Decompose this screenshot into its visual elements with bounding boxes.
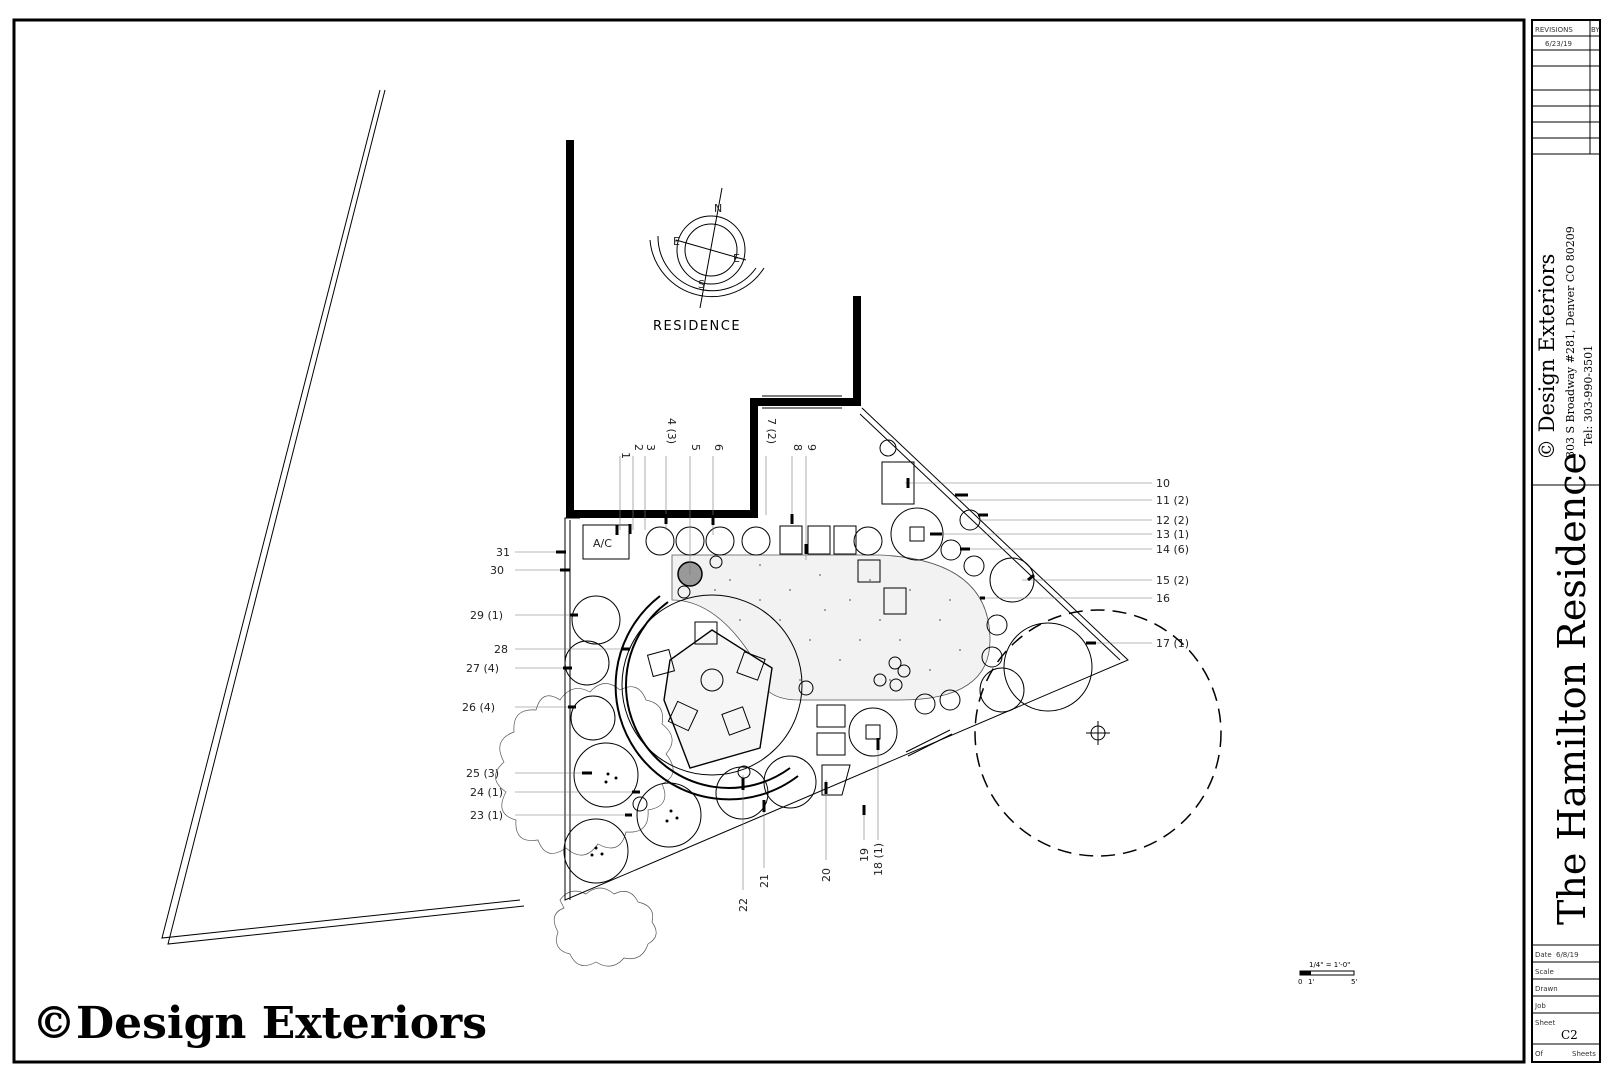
gravel-area <box>671 554 991 701</box>
callout-19: 19 <box>858 848 871 862</box>
callout-5: 5 <box>689 444 702 451</box>
circular-patio <box>614 594 803 801</box>
company-block: © Design Exteriors 303 S Broadway #281, … <box>1535 226 1595 460</box>
callout-7: 7 (2) <box>765 418 778 444</box>
revision-1-date: 6/23/19 <box>1545 40 1572 48</box>
scale-bar-0: 0 <box>1298 978 1302 986</box>
compass-n: N <box>714 202 722 215</box>
project-title: The Hamilton Residence <box>1550 452 1594 925</box>
drawing-border <box>12 18 1526 1064</box>
callout-9: 9 <box>805 444 818 451</box>
scale-bar-1: 1' <box>1308 978 1314 986</box>
sheet-label: Sheet <box>1535 1019 1555 1027</box>
sheets-label: Sheets <box>1572 1050 1596 1058</box>
callout-30: 30 <box>490 564 504 577</box>
callout-4: 4 (3) <box>665 418 678 444</box>
of-label: Of <box>1535 1050 1544 1058</box>
large-tree-canopy <box>974 609 1222 857</box>
callout-22: 22 <box>737 898 750 912</box>
right-shrubs <box>848 507 1093 757</box>
residence-label: RESIDENCE <box>653 319 741 334</box>
ac-label: A/C <box>593 537 612 550</box>
callout-18: 18 (1) <box>872 843 885 876</box>
callout-leaders-right <box>905 478 1152 645</box>
callout-2: 2 <box>632 444 645 451</box>
callouts-right: 10 11 (2) 12 (2) 13 (1) 14 (6) 15 (2) 16… <box>1156 477 1189 650</box>
callout-25: 25 (3) <box>466 767 499 780</box>
callout-11: 11 (2) <box>1156 494 1189 507</box>
callout-26: 26 (4) <box>462 701 495 714</box>
revisions-header: REVISIONS <box>1535 26 1573 34</box>
callout-28: 28 <box>494 643 508 656</box>
watermark-text: ©Design Exteriors <box>32 998 487 1049</box>
revisions-table: REVISIONS BY 6/23/19 <box>1532 20 1600 155</box>
callout-8: 8 <box>791 444 804 451</box>
callout-10: 10 <box>1156 477 1170 490</box>
date-value: 6/8/19 <box>1556 951 1579 959</box>
callout-31: 31 <box>496 546 510 559</box>
callout-29: 29 (1) <box>470 609 503 622</box>
callouts-bottom: 22 21 20 19 18 (1) <box>737 843 885 912</box>
callout-6: 6 <box>712 444 725 451</box>
scale-label: Scale <box>1535 968 1554 976</box>
property-line <box>161 89 525 945</box>
callout-21: 21 <box>758 874 771 888</box>
company-address: 303 S Broadway #281, Denver CO 80209 <box>1564 226 1577 458</box>
callout-23: 23 (1) <box>470 809 503 822</box>
callout-24: 24 (1) <box>470 786 503 799</box>
callout-14: 14 (6) <box>1156 543 1189 556</box>
sheet-value: C2 <box>1561 1028 1578 1042</box>
by-header: BY <box>1591 26 1600 34</box>
callout-16: 16 <box>1156 592 1170 605</box>
job-label: Job <box>1534 1002 1546 1010</box>
residence-walls <box>566 140 861 518</box>
callout-leaders-left <box>515 550 640 817</box>
callout-20: 20 <box>820 868 833 882</box>
scale-bar-title: 1/4" = 1'-0" <box>1309 961 1350 969</box>
compass-e: E <box>733 252 740 265</box>
callout-27: 27 (4) <box>466 662 499 675</box>
company-phone: Tel: 303-990-3501 <box>1582 345 1595 446</box>
callout-17: 17 (1) <box>1156 637 1189 650</box>
north-arrow-compass: N S E E <box>649 187 765 309</box>
callout-1: 1 <box>619 452 632 459</box>
compass-s: S <box>698 278 705 291</box>
compass-w: E <box>673 235 680 248</box>
patio-boundary <box>564 407 1129 901</box>
ac-unit: A/C <box>582 524 630 560</box>
title-block-frame <box>1531 19 1601 1063</box>
callout-15: 15 (2) <box>1156 574 1189 587</box>
callout-leaders-top <box>615 456 808 575</box>
scale-bar-5: 5' <box>1351 978 1357 986</box>
callouts-left: 31 30 29 (1) 28 27 (4) 26 (4) 25 (3) 24 … <box>462 546 510 822</box>
callout-leaders-bottom <box>741 738 880 890</box>
left-shrubs <box>563 595 817 884</box>
callouts-top: 1 2 3 4 (3) 5 6 7 (2) 8 9 <box>619 418 818 459</box>
sheet-info: Date 6/8/19 Scale Drawn Job Sheet C2 Of … <box>1532 951 1600 1058</box>
drawn-label: Drawn <box>1535 985 1558 993</box>
company-name: © Design Exteriors <box>1535 254 1559 460</box>
scale-bar: 1/4" = 1'-0" 0 1' 5' <box>1298 961 1357 986</box>
callout-12: 12 (2) <box>1156 514 1189 527</box>
callout-13: 13 (1) <box>1156 528 1189 541</box>
large-tree-center <box>1086 721 1110 745</box>
existing-tree-outline <box>495 683 674 856</box>
date-label: Date <box>1535 951 1552 959</box>
callout-3: 3 <box>644 444 657 451</box>
existing-tree-outline-lower <box>553 887 657 967</box>
